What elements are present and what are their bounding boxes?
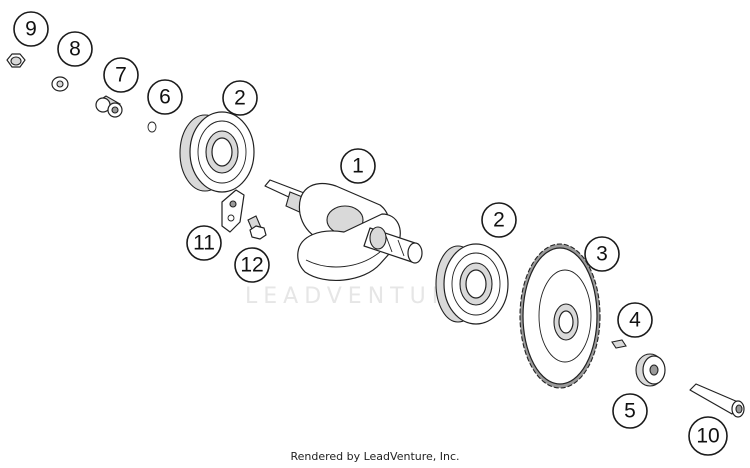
svg-text:4: 4	[629, 309, 641, 332]
svg-text:3: 3	[596, 243, 608, 266]
svg-text:12: 12	[240, 254, 263, 277]
callout-12: 12	[234, 247, 270, 283]
svg-text:5: 5	[624, 400, 636, 423]
part-12-bolt	[247, 215, 267, 240]
callout-7: 7	[103, 57, 139, 93]
svg-text:8: 8	[69, 38, 81, 61]
svg-text:9: 9	[25, 18, 37, 41]
callout-3: 3	[584, 236, 620, 272]
callout-1: 1	[340, 148, 376, 184]
svg-text:2: 2	[234, 87, 246, 110]
callout-11: 11	[186, 225, 222, 261]
footer-credit: Rendered by LeadVenture, Inc.	[290, 450, 460, 463]
callout-2-right: 2	[481, 202, 517, 238]
callout-2-left: 2	[222, 80, 258, 116]
part-6-o-ring	[147, 121, 157, 133]
callout-6: 6	[147, 79, 183, 115]
callout-4: 4	[617, 302, 653, 338]
part-4-key	[611, 339, 627, 349]
part-1-crankshaft	[264, 179, 423, 282]
callout-8: 8	[57, 31, 93, 67]
callout-9: 9	[13, 11, 49, 47]
callout-10: 10	[688, 416, 728, 456]
part-7-bushing	[95, 95, 123, 118]
part-2-bearing-right	[435, 243, 509, 325]
part-11-bracket	[221, 189, 245, 233]
callout-5: 5	[612, 393, 648, 429]
svg-text:11: 11	[193, 232, 215, 255]
svg-text:2: 2	[493, 209, 505, 232]
part-5-washer	[635, 353, 666, 387]
svg-text:10: 10	[696, 425, 719, 448]
part-10-pin	[689, 383, 745, 418]
part-2-bearing-left	[179, 111, 255, 193]
svg-text:1: 1	[352, 155, 364, 178]
part-8-washer	[51, 76, 69, 92]
part-9-nut	[6, 53, 26, 68]
svg-text:6: 6	[159, 86, 171, 109]
part-3-gear	[519, 243, 601, 389]
watermark-text: LEADVENTURE	[245, 284, 473, 309]
svg-text:7: 7	[115, 64, 127, 87]
